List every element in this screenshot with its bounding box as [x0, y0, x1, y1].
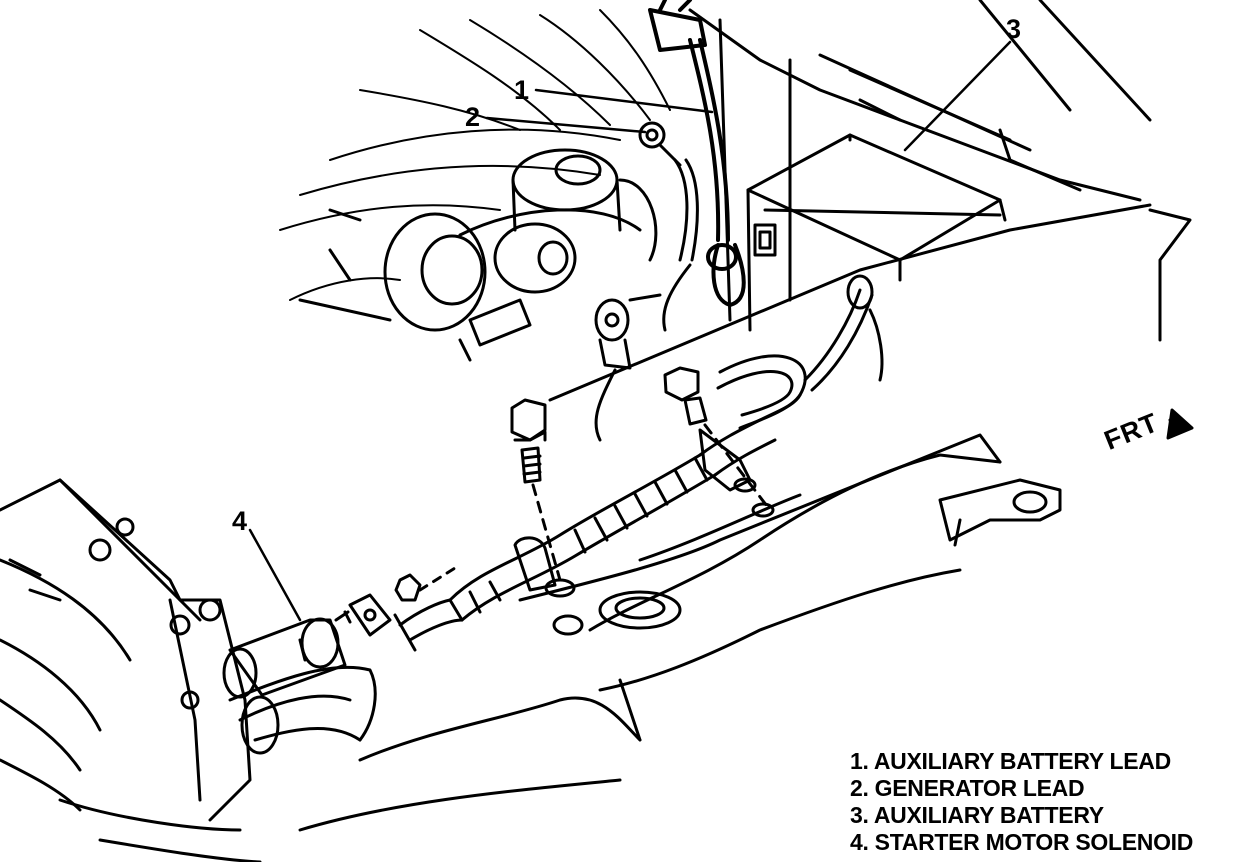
callout-3: 3: [1006, 14, 1022, 44]
starter-cable-harness: [348, 393, 802, 652]
callout-leaders: [248, 40, 1012, 622]
legend-item: 2. GENERATOR LEAD: [850, 775, 1085, 801]
transmission-housing: [0, 478, 262, 862]
starter-motor-solenoid: [222, 610, 377, 755]
mounting-bolts: [394, 366, 772, 602]
auxiliary-battery-lead: [648, 0, 746, 307]
engine-contour-lines: [279, 9, 671, 301]
parts-legend: 1. AUXILIARY BATTERY LEAD 2. GENERATOR L…: [850, 748, 1193, 856]
callout-2: 2: [465, 102, 481, 132]
front-arrow-icon: [1166, 408, 1194, 440]
callout-4: 4: [232, 506, 248, 536]
legend-item: 3. AUXILIARY BATTERY: [850, 802, 1104, 828]
legend-item: 4. STARTER MOTOR SOLENOID: [850, 829, 1194, 855]
battery-cable-loop: [594, 274, 884, 442]
vehicle-body-panel: [688, 0, 1192, 342]
auxiliary-battery: [746, 133, 1007, 332]
legend-item: 1. AUXILIARY BATTERY LEAD: [850, 748, 1171, 774]
generator: [298, 148, 658, 362]
frame-rail: [298, 203, 1152, 832]
generator-lead: [638, 121, 699, 332]
harness-clips: [513, 428, 775, 636]
callout-1: 1: [514, 75, 530, 105]
